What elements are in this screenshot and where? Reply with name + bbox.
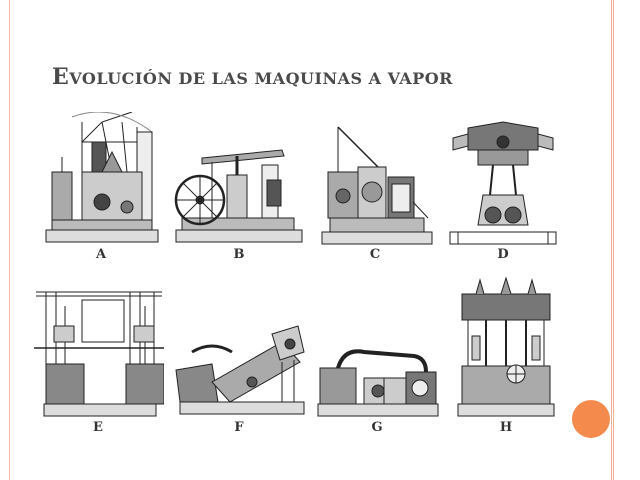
machine-letter-f: F xyxy=(234,420,244,435)
machine-letter-a: A xyxy=(95,247,107,262)
machine-letter-g: G xyxy=(371,420,383,435)
accent-dot xyxy=(572,400,610,438)
beam-engine-flywheel-b-icon xyxy=(172,140,304,245)
slide-title: Evolución de las maquinas a vapor xyxy=(52,64,572,94)
inverted-engine-d-icon xyxy=(448,120,558,248)
title-rest: volución de las maquinas a vapor xyxy=(69,69,453,88)
machine-letter-e: E xyxy=(93,420,103,435)
right-border-line-1 xyxy=(611,0,612,480)
oscillating-engine-f-icon xyxy=(172,322,306,418)
machine-letter-b: B xyxy=(233,247,245,262)
machine-letter-c: C xyxy=(369,247,381,262)
left-border xyxy=(0,0,10,480)
title-first-letter: E xyxy=(52,64,70,90)
right-border-line-2 xyxy=(613,0,614,480)
triple-expansion-engine-h-icon xyxy=(456,276,556,418)
twin-cylinder-engine-e-icon xyxy=(34,286,164,418)
machine-letter-h: H xyxy=(499,420,513,435)
beam-engine-a-icon xyxy=(42,112,162,247)
horizontal-engine-g-icon xyxy=(314,342,442,418)
machine-letter-d: D xyxy=(497,247,509,262)
beam-engine-c-icon xyxy=(318,122,436,246)
